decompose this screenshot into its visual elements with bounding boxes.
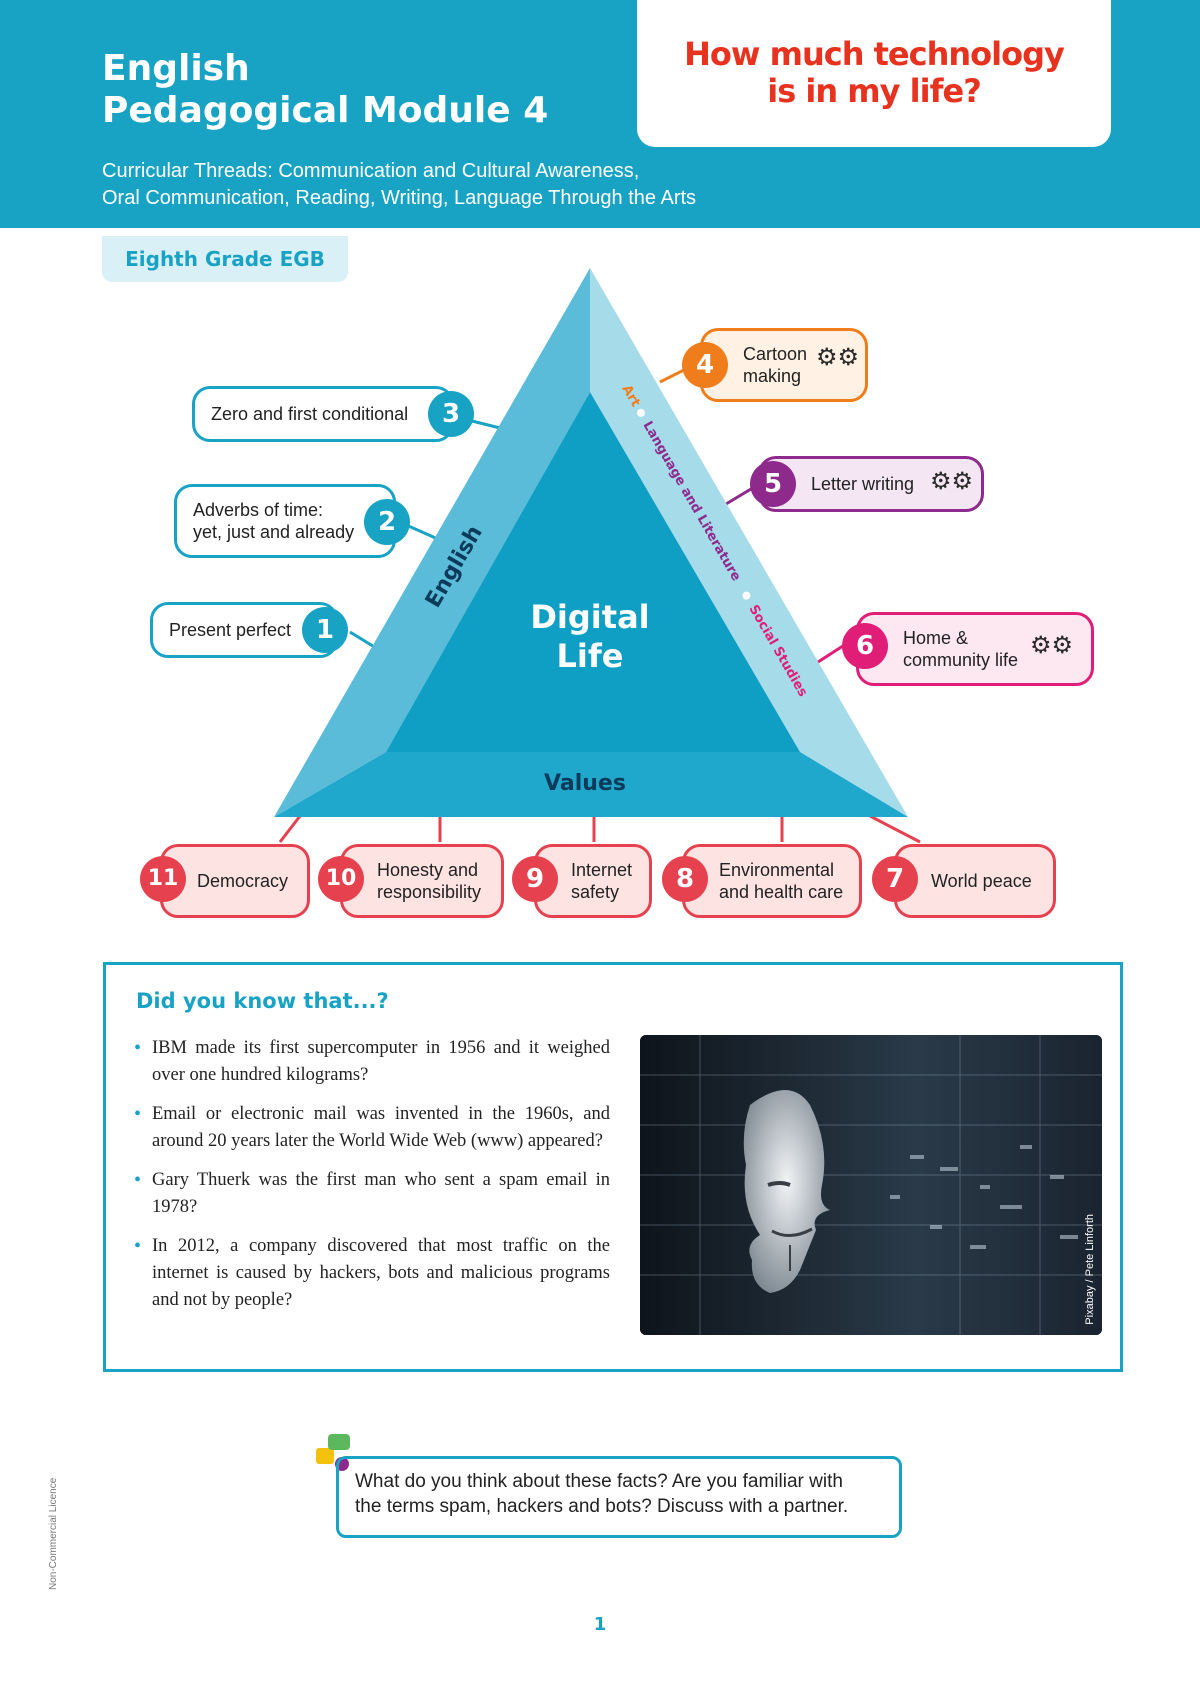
value-number-11: 11 xyxy=(140,856,186,902)
gears-icon: ⚙⚙ xyxy=(816,344,860,371)
project-letter-writing: Letter writing xyxy=(758,456,984,512)
center-face xyxy=(386,392,800,752)
center-title-line-1: Digital xyxy=(530,598,649,636)
value-label: World peace xyxy=(931,871,1032,891)
grade-tab: Eighth Grade EGB xyxy=(102,236,348,282)
value-label-line-1: Honesty and xyxy=(377,860,479,880)
value-label-line-2: responsibility xyxy=(377,882,482,902)
module-title: English Pedagogical Module 4 xyxy=(102,48,548,132)
did-you-know-box: Did you know that...? IBM made its first… xyxy=(103,962,1123,1372)
english-face xyxy=(274,268,590,817)
title-line-2: Pedagogical Module 4 xyxy=(102,90,549,131)
curricular-threads: Curricular Threads: Communication and Cu… xyxy=(102,158,696,212)
topic-number-3: 3 xyxy=(428,391,474,437)
value-label-line-2: safety xyxy=(571,882,620,902)
licence-note: Non-Commercial Licence xyxy=(48,1477,59,1590)
project-number-6: 6 xyxy=(842,623,888,669)
topic-label: Present perfect xyxy=(169,620,292,640)
values-face xyxy=(274,752,908,817)
values-connectors xyxy=(278,814,921,844)
question-box: How much technology is in my life? xyxy=(637,0,1111,147)
project-number-5: 5 xyxy=(750,461,796,507)
project-label-line-1: Cartoon xyxy=(743,344,808,364)
discussion-line-2: the terms spam, hackers and bots? Discus… xyxy=(355,1496,849,1517)
topic-label: Zero and first conditional xyxy=(211,404,409,424)
value-number-10: 10 xyxy=(318,856,364,902)
threads-line-2: Oral Communication, Reading, Writing, La… xyxy=(102,187,697,209)
page-number: 1 xyxy=(593,1614,607,1635)
value-world-peace: World peace xyxy=(894,844,1056,918)
topic-label-line-2: yet, just and already xyxy=(193,522,355,542)
topic-zero-first-conditional: Zero and first conditional xyxy=(192,386,454,442)
facts-list: IBM made its first supercomputer in 1956… xyxy=(134,1035,610,1326)
question-line-2: is in my life? xyxy=(767,72,982,110)
fact-item: IBM made its first supercomputer in 1956… xyxy=(134,1035,610,1089)
topic-number-2: 2 xyxy=(364,499,410,545)
value-number-8: 8 xyxy=(662,856,708,902)
gears-icon: ⚙⚙ xyxy=(1030,632,1074,659)
topic-present-perfect: Present perfect xyxy=(150,602,338,658)
topic-number-1: 1 xyxy=(302,607,348,653)
topic-label-line-1: Adverbs of time: xyxy=(193,500,324,520)
topic-adverbs-of-time: Adverbs of time:yet, just and already xyxy=(174,484,396,558)
mask-illustration xyxy=(640,1035,1102,1335)
threads-line-1: Curricular Threads: Communication and Cu… xyxy=(102,160,640,182)
separator-dot xyxy=(636,408,645,417)
project-number-4: 4 xyxy=(682,342,728,388)
values-base-label: Values xyxy=(544,771,626,796)
value-number-9: 9 xyxy=(512,856,558,902)
arts-face xyxy=(590,268,908,817)
value-label: Democracy xyxy=(197,871,289,891)
discussion-line-1: What do you think about these facts? Are… xyxy=(355,1471,843,1492)
fact-item: Email or electronic mail was invented in… xyxy=(134,1101,610,1155)
value-label-line-1: Environmental xyxy=(719,860,835,880)
unit-question: How much technology is in my life? xyxy=(637,36,1111,110)
connector-6 xyxy=(817,642,847,664)
project-home-community-life: Home &community life xyxy=(856,612,1094,686)
project-label-line-2: making xyxy=(743,366,802,386)
title-line-1: English xyxy=(102,48,250,89)
fact-item: In 2012, a company discovered that most … xyxy=(134,1233,610,1314)
value-number-7: 7 xyxy=(872,856,918,902)
center-title-line-2: Life xyxy=(557,637,624,675)
project-label-line-2: community life xyxy=(903,650,1019,670)
value-label-line-1: Internet xyxy=(571,860,633,880)
photo-credit: Pixabay / Pete Linforth xyxy=(1084,1214,1096,1325)
hacker-mask-photo: Pixabay / Pete Linforth xyxy=(640,1035,1102,1335)
discussion-prompt: What do you think about these facts? Are… xyxy=(336,1456,902,1538)
project-label: Letter writing xyxy=(811,474,915,494)
value-label-line-2: and health care xyxy=(719,882,844,902)
project-label-line-1: Home & xyxy=(903,628,969,648)
fact-item: Gary Thuerk was the first man who sent a… xyxy=(134,1167,610,1221)
gears-icon: ⚙⚙ xyxy=(930,468,974,495)
did-you-know-title: Did you know that...? xyxy=(136,989,389,1013)
digital-life-diagram: Digital Life English Values Art Language… xyxy=(274,268,921,844)
question-line-1: How much technology xyxy=(684,35,1065,73)
separator-dot xyxy=(742,591,751,600)
